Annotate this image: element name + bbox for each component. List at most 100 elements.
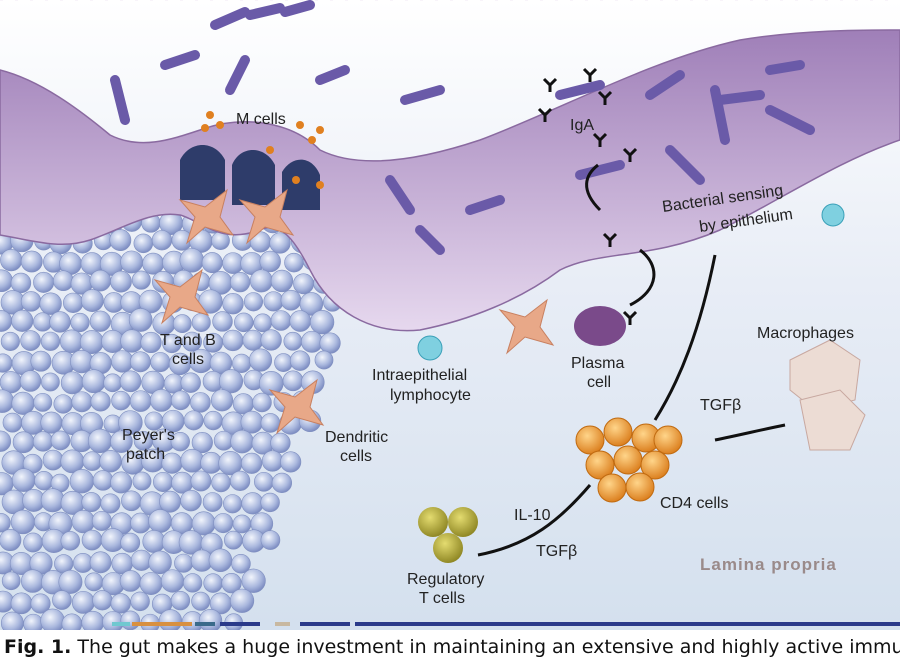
label-iga: IgA [570,117,594,134]
antibody [582,67,598,82]
bacterium [400,85,445,105]
label-dendritic-cells: cells [340,448,372,465]
antibody [537,107,553,122]
arrows [477,163,786,557]
lymphocyte [71,391,93,413]
lymphocyte [33,392,53,412]
lymphocyte [120,250,144,274]
lymphocyte [224,613,244,630]
bacterium [465,195,505,215]
label-intraepithelial: Intraepithelial [372,367,467,384]
dendritic-cell [498,298,555,355]
figure-caption: Fig. 1. The gut makes a huge investment … [4,636,900,658]
lymphocyte [81,492,102,513]
bacterium [765,105,815,135]
dendritic-cell [178,188,235,245]
bacterium [160,50,200,70]
lymphocyte [202,492,223,512]
label-t-and-b: T and B [160,332,216,349]
lymphocyte [203,410,223,431]
lymphocyte [170,432,190,452]
antigen-dot [206,111,214,119]
label-t-and-b-cells: cells [172,351,204,368]
label-lamina-propria: Lamina propria [700,555,837,574]
lymphocyte [63,292,84,313]
label-dendritic: Dendritic [325,429,388,446]
cd4-cell [653,425,683,455]
lymphocyte [210,389,234,412]
lymphocyte [270,269,294,293]
bacterium [415,225,445,255]
lymphocyte [162,333,182,354]
lymphocyte [11,309,34,332]
lymphocyte [40,372,60,392]
antigen-dot [201,124,209,132]
lymphocyte [58,569,83,594]
lymphocyte [128,308,153,332]
label-plasma-cell: cell [587,374,611,391]
lymphocyte [53,394,73,414]
lymphocyte [110,430,133,453]
bacterium [315,65,350,85]
lymphocyte [42,449,64,471]
lymphocyte [81,610,105,630]
lymphocyte [229,588,255,613]
lymphocyte [129,390,152,412]
lymphocyte [234,312,254,333]
caption-text: The gut makes a huge investment in maint… [71,636,900,658]
lymphocyte [223,494,243,514]
lymphocyte [33,271,55,293]
intraepithelial-lymphocyte-cell [417,335,443,361]
lymphocyte [133,233,154,254]
antibody [592,132,608,147]
lymphocyte [92,590,113,611]
lymphocyte [80,289,104,312]
lymphocyte [260,329,282,351]
lymphocyte [30,593,51,614]
lymphocyte [241,492,264,515]
lymphocyte [131,270,151,290]
lymphocyte [191,431,213,454]
label-m-cells: M cells [236,111,286,128]
lymphocyte [293,273,314,295]
lymphocyte [52,590,72,610]
lymphocyte [121,490,142,512]
lymphocyte [179,248,204,273]
lymphocyte [118,410,143,435]
lymphocyte [0,513,11,533]
lymphocyte [20,291,42,312]
lymphocyte [20,569,45,593]
lymphocyte [299,292,324,316]
lymphocyte [241,452,263,474]
lymphocyte [120,329,144,353]
antibody [602,232,618,247]
labels: M cells IgA Bacterial sensing by epithel… [122,111,854,607]
lymphocyte [160,569,185,593]
lymphocyte [91,510,112,531]
lymphocyte [191,591,211,611]
gut-immune-diagram: M cells IgA Bacterial sensing by epithel… [0,0,900,630]
lymphocyte [0,249,23,272]
lymphocyte [153,471,174,492]
lymphocyte [129,351,151,373]
lymphocyte [253,313,273,333]
lymphocyte [180,489,202,512]
lymphocyte [142,252,165,275]
lymphocyte [270,310,292,331]
lymphocyte [263,291,284,312]
lymphocyte [69,469,95,494]
lymphocyte [40,488,65,513]
label-il-10: IL-10 [514,507,551,524]
antigen-particles [201,111,324,189]
lymphocyte [158,609,183,630]
lymphocyte [218,369,244,394]
lymphocyte [190,470,212,492]
lymphocyte [213,513,234,534]
lymphocyte [119,370,142,393]
lymphocyte [213,430,234,451]
lymphocyte [230,429,254,454]
lymphocyte [10,592,33,615]
lymphocyte [283,331,303,351]
lymphocyte [99,449,122,473]
antibody [597,90,613,105]
